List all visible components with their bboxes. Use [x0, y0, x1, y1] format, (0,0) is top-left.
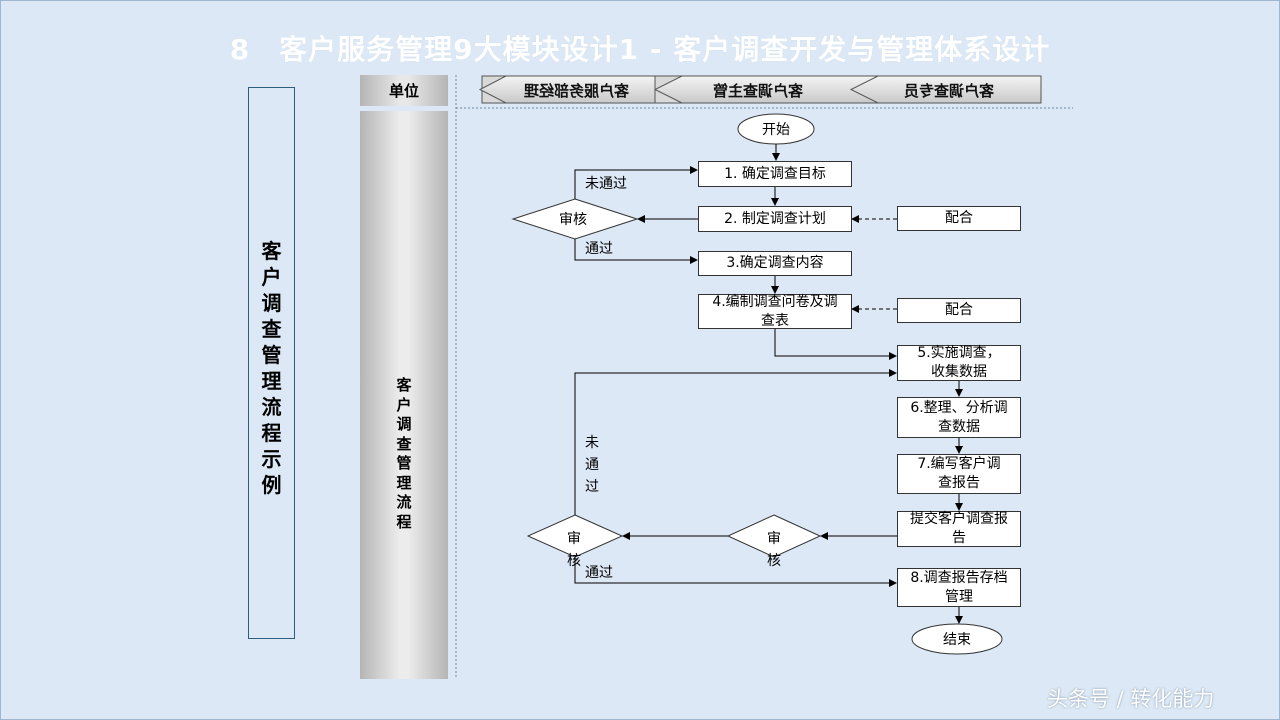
side-title-box: 客户调查管理流程示例 [248, 87, 295, 639]
review-1-label: 审核 [559, 212, 587, 228]
page-title: 8 客户服务管理9大模块设计1 - 客户调查开发与管理体系设计 [229, 33, 1051, 66]
step-4-node: 4.编制调查问卷及调查表 [698, 294, 852, 329]
end-oval [911, 623, 1003, 655]
step-3-node: 3.确定调查内容 [698, 251, 852, 276]
step-7-node: 7.编写客户调查报告 [897, 454, 1021, 494]
process-lane: 客户调查管理流程 [360, 111, 448, 679]
watermark: 头条号 / 转化能力 [1047, 687, 1215, 711]
connectors [574, 144, 963, 624]
fail-label-1: 未通过 [585, 176, 627, 192]
step-6-node: 6.整理、分析调查数据 [897, 397, 1021, 438]
fail-label-2: 未通过 [585, 435, 599, 495]
step-8-node: 8.调查报告存档管理 [897, 568, 1021, 607]
header-arrow-1 [478, 75, 656, 104]
review-2-label: 审核 [767, 531, 781, 569]
review-diamond-2 [726, 514, 822, 558]
step-1-node: 1. 确定调查目标 [698, 161, 852, 187]
lane-label: 客户调查管理流程 [396, 376, 412, 531]
step-5-node: 5.实施调查，收集数据 [897, 345, 1021, 381]
submit-report-node: 提交客户调查报告 [897, 511, 1021, 547]
unit-header: 单位 [360, 75, 448, 106]
end-node: 结束 [943, 632, 971, 648]
header-arrow-3 [849, 75, 1042, 104]
step-2-node: 2. 制定调查计划 [698, 206, 852, 232]
coop-node-2: 配合 [897, 298, 1021, 323]
header-label-manager: 客户服务部经理 [524, 82, 630, 100]
header-label-specialist: 客户调查专员 [904, 82, 995, 100]
header-label-supervisor: 客户调查主管 [713, 82, 804, 100]
coop-node-1: 配合 [897, 206, 1021, 231]
review-3-label: 审核 [567, 531, 581, 569]
side-title: 客户调查管理流程示例 [261, 239, 282, 497]
start-node: 开始 [762, 122, 790, 138]
pass-label-2: 通过 [585, 565, 613, 581]
pass-label-1: 通过 [585, 241, 613, 257]
